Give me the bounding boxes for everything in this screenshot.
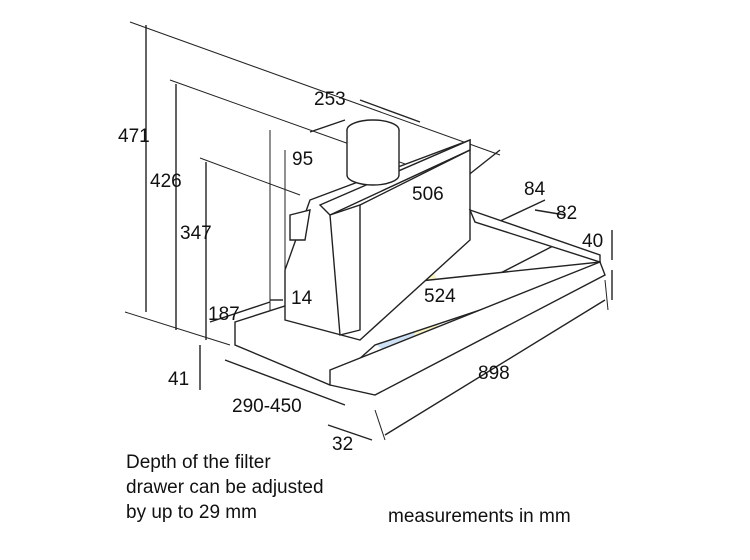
dim-347: 347 <box>180 223 212 244</box>
note-line: Depth of the filter <box>126 452 271 473</box>
dim-471: 471 <box>118 126 150 147</box>
dim-32: 32 <box>332 434 353 455</box>
dim-14: 14 <box>291 288 313 309</box>
dim-524: 524 <box>424 286 456 307</box>
dim-253: 253 <box>314 89 346 110</box>
dim-82: 82 <box>556 203 577 224</box>
units-label: measurements in mm <box>388 506 571 527</box>
dim-426: 426 <box>150 171 182 192</box>
dim-187: 187 <box>208 304 240 325</box>
note-line: by up to 29 mm <box>126 502 257 523</box>
dim-95: 95 <box>292 149 313 170</box>
note-line: drawer can be adjusted <box>126 477 324 498</box>
dim-898: 898 <box>478 363 510 384</box>
dim-41: 41 <box>168 369 189 390</box>
dim-506: 506 <box>412 184 444 205</box>
dim-84: 84 <box>524 179 546 200</box>
filter-drawer-note: Depth of the filter drawer can be adjust… <box>126 450 324 525</box>
dim-40: 40 <box>582 231 603 252</box>
dim-290-450: 290-450 <box>232 396 302 417</box>
hood-body <box>234 119 606 396</box>
